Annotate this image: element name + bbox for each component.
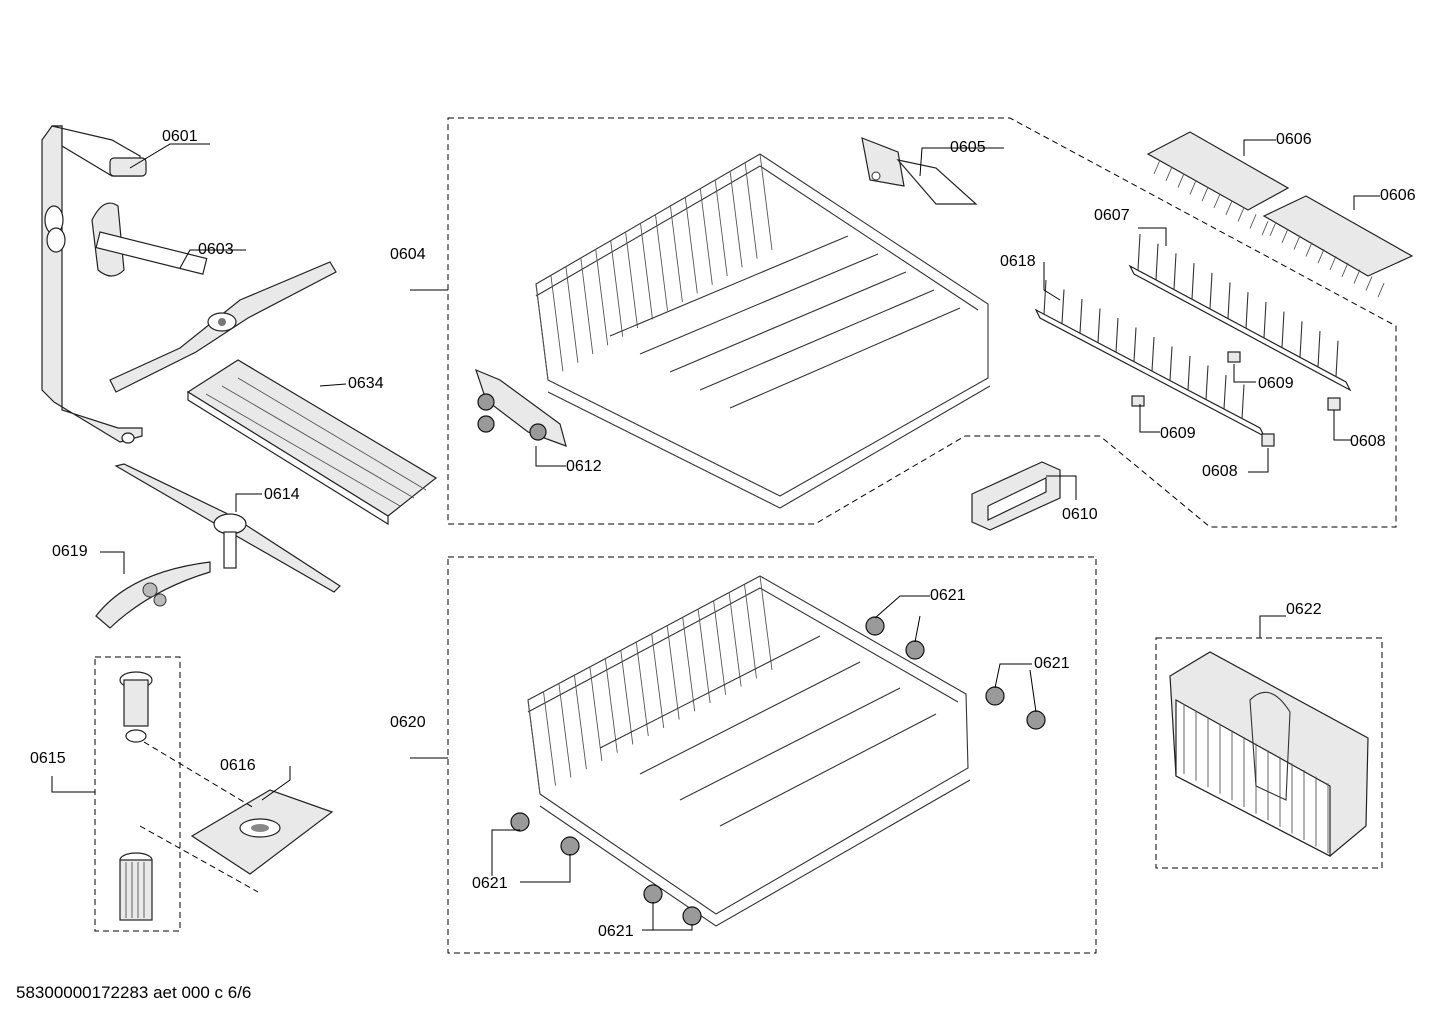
filter-assembly-guide bbox=[139, 741, 259, 893]
microfilter-part bbox=[119, 852, 153, 921]
clip-0608a bbox=[1261, 433, 1275, 447]
leader-lines bbox=[51, 139, 1380, 931]
label-0609-lower: 0609 bbox=[1160, 425, 1196, 442]
roller-6 bbox=[560, 836, 580, 856]
label-0606-right: 0606 bbox=[1380, 187, 1416, 204]
upper-basket-part bbox=[535, 153, 991, 509]
label-0610: 0610 bbox=[1062, 506, 1098, 523]
label-0608-left: 0608 bbox=[1202, 463, 1238, 480]
label-0614: 0614 bbox=[264, 486, 300, 503]
supply-pipe-part bbox=[41, 125, 147, 444]
clip-0609a bbox=[1227, 351, 1241, 363]
label-0608-right: 0608 bbox=[1350, 433, 1386, 450]
label-0621-b: 0621 bbox=[1034, 655, 1070, 672]
label-0620: 0620 bbox=[390, 714, 426, 731]
filter-group-boundary bbox=[94, 656, 181, 932]
label-0621-d: 0621 bbox=[598, 923, 634, 940]
tine-row-upper-part bbox=[1128, 233, 1352, 392]
flat-filter-part bbox=[190, 789, 334, 875]
label-0622: 0622 bbox=[1286, 601, 1322, 618]
cutlery-basket-part bbox=[1169, 651, 1369, 857]
upper-rack-group-boundary bbox=[447, 117, 1397, 528]
label-0616: 0616 bbox=[220, 757, 256, 774]
label-0605: 0605 bbox=[950, 139, 986, 156]
label-0604: 0604 bbox=[390, 246, 426, 263]
label-0607: 0607 bbox=[1094, 207, 1130, 224]
label-0609-upper: 0609 bbox=[1258, 375, 1294, 392]
label-0618: 0618 bbox=[1000, 253, 1036, 270]
label-0603: 0603 bbox=[198, 241, 234, 258]
label-0612: 0612 bbox=[566, 458, 602, 475]
basket-bracket-part bbox=[861, 137, 978, 205]
label-0619: 0619 bbox=[52, 543, 88, 560]
clip-0609b bbox=[1131, 395, 1145, 407]
roller-3 bbox=[985, 686, 1005, 706]
lower-rack-group-boundary bbox=[447, 556, 1097, 954]
clip-0608b bbox=[1327, 397, 1341, 411]
roller-1 bbox=[865, 616, 885, 636]
roller-8 bbox=[682, 906, 702, 926]
folding-rack-a-part bbox=[1146, 131, 1290, 236]
filter-cylinder-part bbox=[119, 671, 153, 743]
folding-rack-b-part bbox=[1262, 195, 1414, 298]
roller-5 bbox=[510, 812, 530, 832]
sieve-cover-part bbox=[95, 561, 211, 629]
label-0615: 0615 bbox=[30, 750, 66, 767]
lower-spray-arm-part bbox=[114, 463, 341, 593]
roller-2 bbox=[905, 640, 925, 660]
label-0606-top: 0606 bbox=[1276, 131, 1312, 148]
label-0621-c: 0621 bbox=[472, 875, 508, 892]
cutlery-basket-group-boundary bbox=[1155, 637, 1383, 869]
document-id-footer: 58300000172283 aet 000 c 6/6 bbox=[16, 983, 251, 1002]
label-0634: 0634 bbox=[348, 375, 384, 392]
upper-spray-arm-part bbox=[91, 202, 337, 393]
lower-basket-rollers bbox=[510, 616, 1046, 926]
label-0621-a: 0621 bbox=[930, 587, 966, 604]
roller-7 bbox=[643, 884, 663, 904]
label-0601: 0601 bbox=[162, 128, 198, 145]
roller-4 bbox=[1026, 710, 1046, 730]
insert-tray-part bbox=[186, 359, 438, 526]
basket-handle-part bbox=[971, 461, 1061, 531]
lower-basket-part bbox=[527, 575, 971, 927]
roller-guide-part bbox=[475, 368, 567, 447]
